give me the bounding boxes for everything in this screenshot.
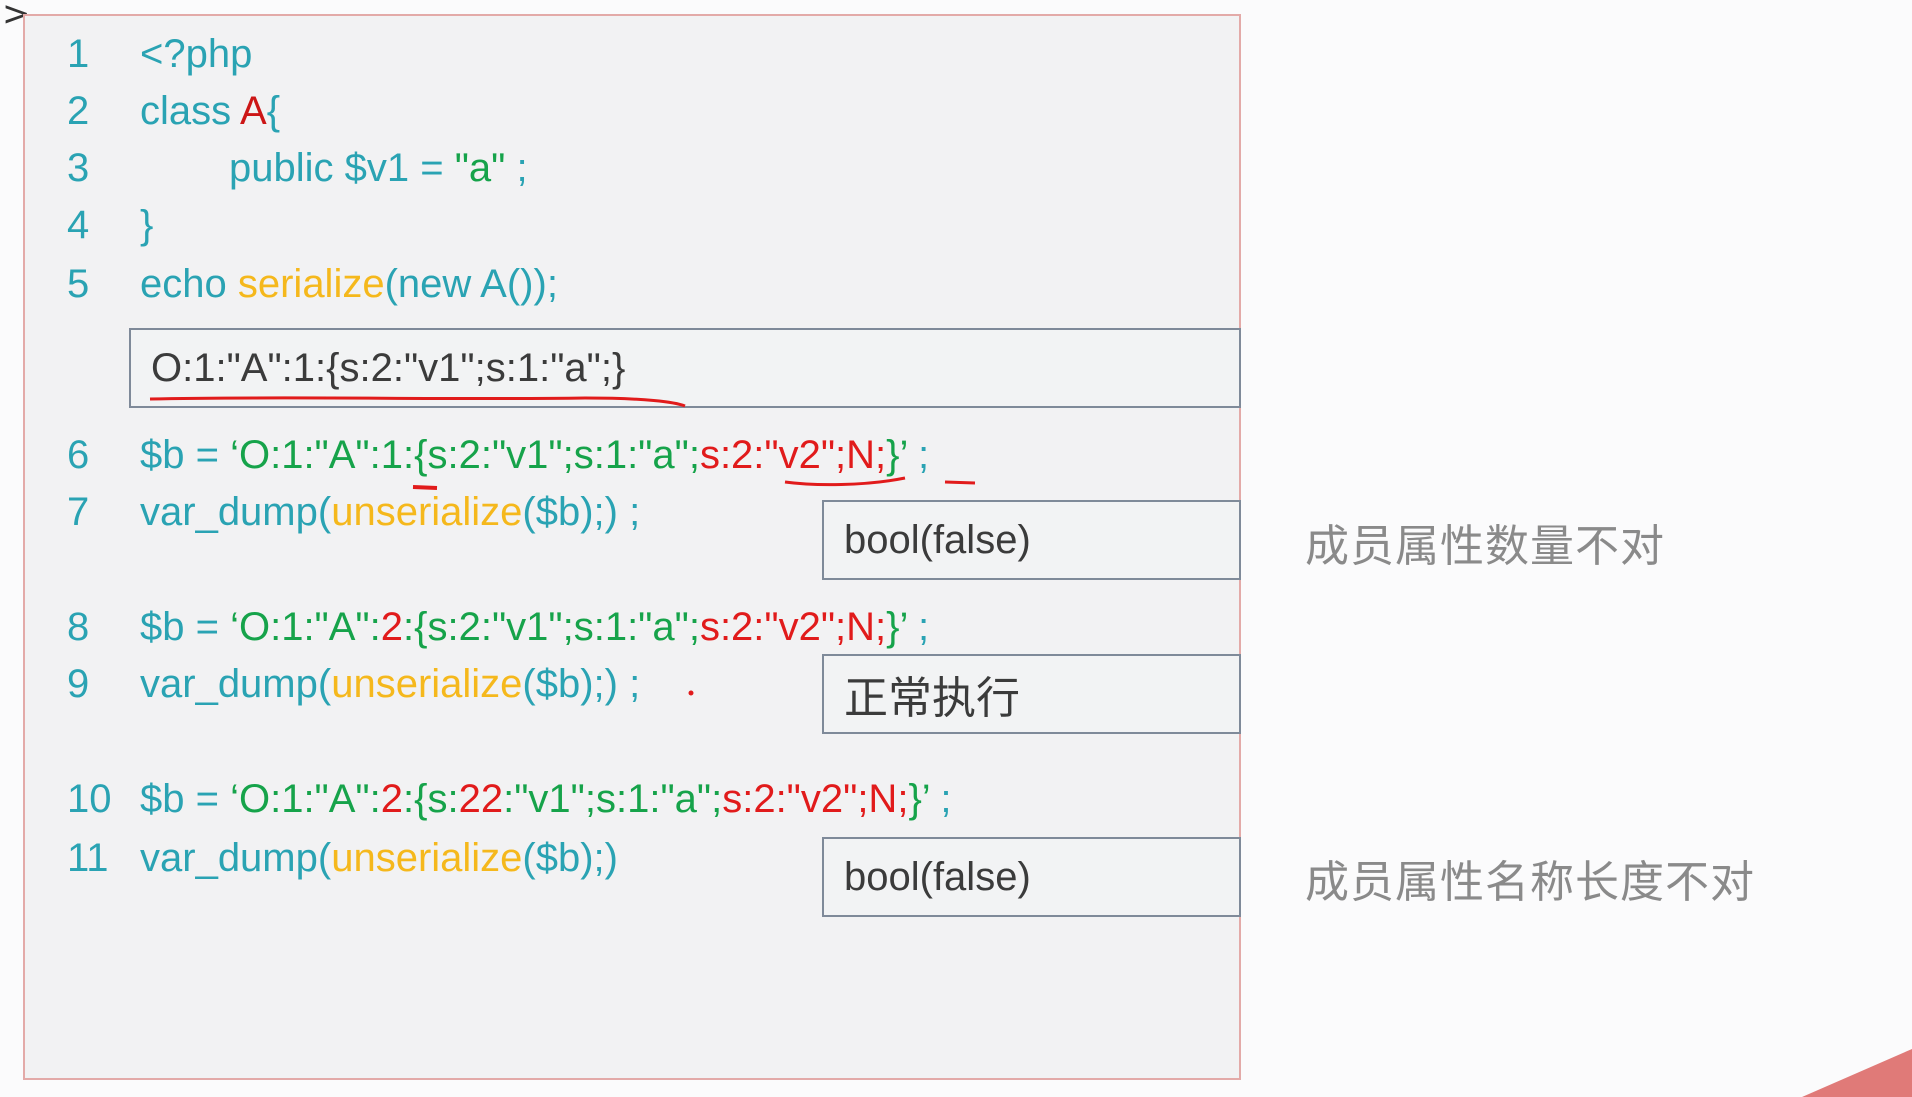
line-number: 11 — [67, 836, 109, 880]
code-line-6: $b = ‘O:1:"A":1:{s:2:"v1";s:1:"a";s:2:"v… — [140, 431, 929, 479]
code-token: public $v1 = — [229, 146, 455, 190]
code-token: $b = — [140, 605, 231, 649]
code-token: ($b);) — [522, 836, 618, 880]
code-token: (new A()); — [384, 262, 558, 306]
code-token: "a" — [454, 146, 506, 190]
corner-triangle-decoration — [1802, 1049, 1912, 1097]
code-panel: 1 2 3 4 5 6 7 8 9 10 11 <?php class A{ p… — [23, 14, 1241, 1080]
code-line-2: class A{ — [140, 87, 280, 135]
result-text-2: 正常执行 — [844, 673, 1020, 724]
line-number: 2 — [67, 89, 90, 133]
code-token: :"v1";s:1:"a"; — [503, 777, 723, 821]
code-token: 1 — [380, 433, 403, 477]
result-text-1: bool(false) — [844, 517, 1031, 562]
code-token: }’ — [886, 605, 907, 649]
code-token: :{s:2:"v1";s:1:"a"; — [403, 433, 700, 477]
code-token: s:2:"v2";N; — [699, 605, 887, 649]
note-property-count: 成员属性数量不对 — [1305, 521, 1665, 572]
code-line-11: var_dump(unserialize($b);) — [140, 834, 618, 882]
result-text-3: bool(false) — [844, 854, 1031, 899]
code-token: class — [140, 89, 241, 133]
line-number: 1 — [67, 32, 90, 76]
code-token: serialize — [237, 262, 385, 306]
line-number: 6 — [67, 433, 90, 477]
code-token: ‘O:1:"A": — [230, 605, 381, 649]
line-number: 5 — [67, 262, 90, 306]
code-token: ‘O:1:"A": — [230, 433, 381, 477]
serialized-output: O:1:"A":1:{s:2:"v1";s:1:"a";} — [151, 345, 626, 390]
code-token: ($b);) ; — [522, 490, 641, 534]
ink-dot — [688, 690, 694, 696]
code-token: ; — [906, 433, 930, 477]
code-line-1: <?php — [140, 30, 252, 78]
result-box-3: bool(false) — [822, 837, 1241, 917]
code-line-3: public $v1 = "a" ; — [229, 144, 528, 192]
code-line-5: echo serialize(new A()); — [140, 260, 558, 308]
code-token: var_dump( — [140, 836, 332, 880]
code-token: echo — [140, 262, 238, 306]
code-token: s:2:"v2";N; — [722, 777, 909, 821]
code-token: var_dump( — [140, 662, 332, 706]
code-token: unserialize — [331, 490, 523, 534]
line-number: 3 — [67, 146, 90, 190]
code-token: unserialize — [331, 662, 523, 706]
code-token: :{s: — [403, 777, 459, 821]
code-token: }’ — [908, 777, 930, 821]
code-token: ; — [505, 146, 528, 190]
underline-null — [944, 480, 976, 485]
code-token: $b = — [140, 433, 231, 477]
code-token: 2 — [380, 605, 403, 649]
code-token: <?php — [140, 32, 253, 76]
code-token: ; — [929, 777, 952, 821]
code-token: { — [266, 89, 281, 133]
code-line-10: $b = ‘O:1:"A":2:{s:22:"v1";s:1:"a";s:2:"… — [140, 775, 951, 823]
line-number: 4 — [67, 203, 90, 247]
line-number: 8 — [67, 605, 90, 649]
code-token: $b = — [140, 777, 231, 821]
code-line-4: } — [140, 201, 153, 249]
code-line-9: var_dump(unserialize($b);) ; — [140, 660, 640, 708]
code-line-7: var_dump(unserialize($b);) ; — [140, 488, 640, 536]
code-token: 22 — [458, 777, 504, 821]
code-token: ‘O:1:"A": — [230, 777, 381, 821]
code-token: A — [240, 89, 267, 133]
code-token: s:2:"v2";N; — [699, 433, 887, 477]
code-token: 2 — [380, 777, 403, 821]
result-box-2: 正常执行 — [822, 654, 1241, 734]
code-token: } — [140, 203, 154, 247]
code-token: unserialize — [331, 836, 523, 880]
code-token: :{s:2:"v1";s:1:"a"; — [403, 605, 700, 649]
code-token: var_dump( — [140, 490, 332, 534]
line-number: 7 — [67, 490, 90, 534]
line-number: 10 — [67, 777, 112, 821]
serialized-output-box: O:1:"A":1:{s:2:"v1";s:1:"a";} — [129, 328, 1241, 408]
line-number: 9 — [67, 662, 90, 706]
code-line-8: $b = ‘O:1:"A":2:{s:2:"v1";s:1:"a";s:2:"v… — [140, 603, 929, 651]
note-property-name-length: 成员属性名称长度不对 — [1305, 857, 1755, 908]
code-token: ; — [906, 605, 930, 649]
code-token: }’ — [886, 433, 907, 477]
code-token: ($b);) ; — [522, 662, 641, 706]
result-box-1: bool(false) — [822, 500, 1241, 580]
